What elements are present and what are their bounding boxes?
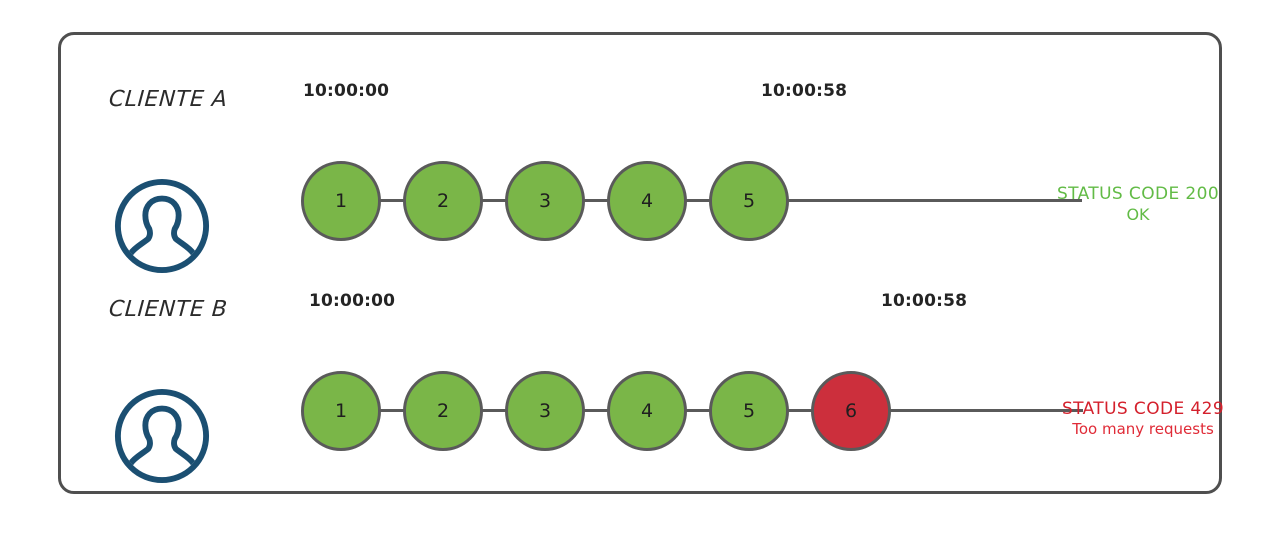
connector-2-3 bbox=[481, 409, 509, 412]
connector-2-3 bbox=[481, 199, 509, 202]
user-avatar-icon bbox=[113, 177, 211, 275]
request-chain-b: 1 2 3 4 5 6 bbox=[301, 361, 1161, 461]
client-row-cliente-a: CLIENTE A 10:00:00 10:00:58 bbox=[61, 81, 1219, 291]
status-text-a: OK bbox=[1126, 205, 1150, 225]
request-node[interactable]: 3 bbox=[505, 371, 585, 451]
connector-to-status-b bbox=[889, 409, 1083, 412]
request-node[interactable]: 1 bbox=[301, 371, 381, 451]
request-node[interactable]: 2 bbox=[403, 371, 483, 451]
request-chain-a: 1 2 3 4 5 bbox=[301, 151, 1161, 251]
status-code-a: STATUS CODE 200 bbox=[1056, 184, 1220, 204]
connector-4-5 bbox=[685, 409, 713, 412]
request-node-rate-limited[interactable]: 6 bbox=[811, 371, 891, 451]
user-avatar-icon bbox=[113, 387, 211, 485]
status-text-b: Too many requests bbox=[1072, 420, 1214, 439]
client-label-b: CLIENTE B bbox=[108, 297, 229, 322]
diagram-panel: CLIENTE A 10:00:00 10:00:58 bbox=[58, 32, 1224, 494]
connector-3-4 bbox=[583, 199, 611, 202]
client-row-cliente-b: CLIENTE B 10:00:00 10:00:58 bbox=[61, 291, 1224, 501]
timestamp-end-b: 10:00:58 bbox=[881, 291, 968, 311]
request-node[interactable]: 2 bbox=[403, 161, 483, 241]
connector-4-5 bbox=[685, 199, 713, 202]
connector-1-2 bbox=[379, 199, 407, 202]
connector-to-status-a bbox=[787, 199, 1082, 202]
status-badge-a: STATUS CODE 200 OK bbox=[1023, 184, 1253, 225]
timestamp-start-b: 10:00:00 bbox=[309, 291, 396, 311]
request-node[interactable]: 4 bbox=[607, 161, 687, 241]
connector-3-4 bbox=[583, 409, 611, 412]
status-code-b: STATUS CODE 429 bbox=[1061, 399, 1225, 419]
request-node[interactable]: 3 bbox=[505, 161, 585, 241]
connector-5-6 bbox=[787, 409, 815, 412]
request-node[interactable]: 4 bbox=[607, 371, 687, 451]
request-node[interactable]: 5 bbox=[709, 161, 789, 241]
request-node[interactable]: 5 bbox=[709, 371, 789, 451]
client-label-a: CLIENTE A bbox=[108, 87, 229, 112]
request-node[interactable]: 1 bbox=[301, 161, 381, 241]
status-badge-b: STATUS CODE 429 Too many requests bbox=[1023, 399, 1263, 439]
connector-1-2 bbox=[379, 409, 407, 412]
timestamp-start-a: 10:00:00 bbox=[303, 81, 390, 101]
timestamp-end-a: 10:00:58 bbox=[761, 81, 848, 101]
